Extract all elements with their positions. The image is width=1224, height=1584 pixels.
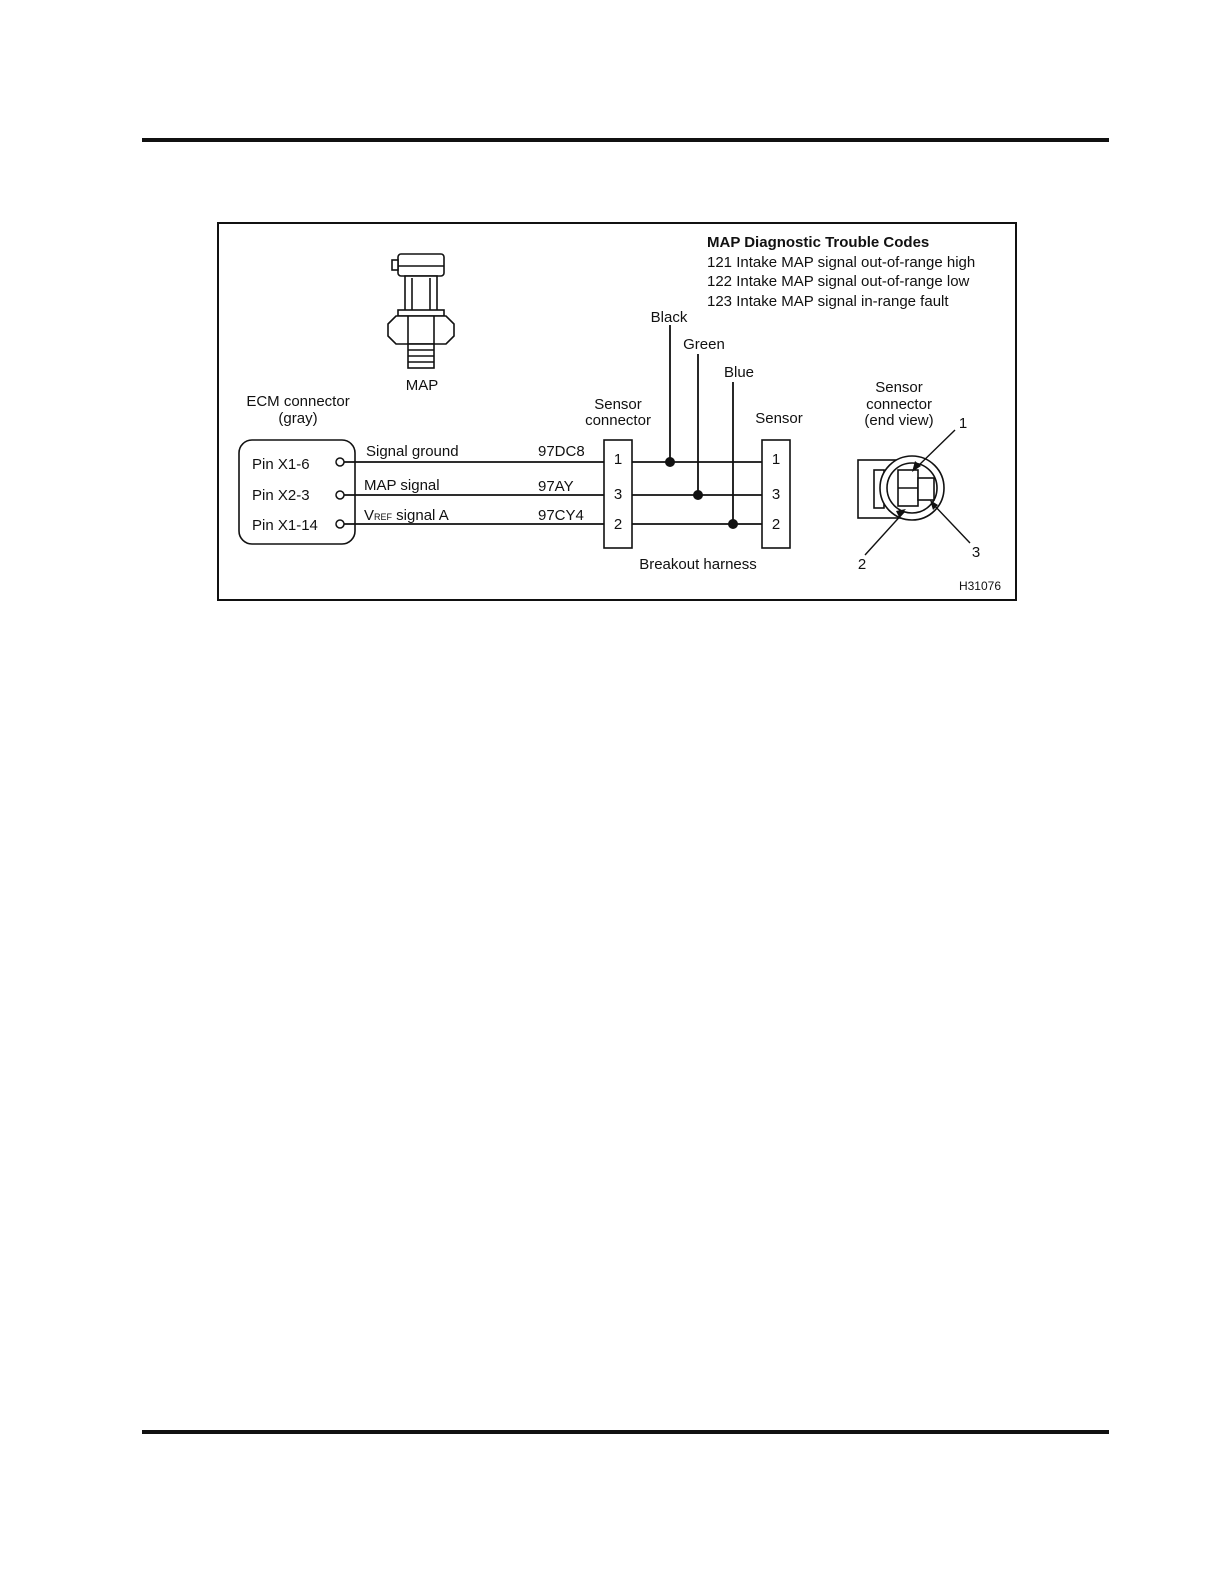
circuit-97dc8: 97DC8 [538, 443, 585, 460]
sensor-pin-1: 1 [772, 451, 780, 468]
sensor-connector-box [603, 439, 633, 549]
ecm-title-line2: (gray) [278, 410, 317, 427]
footer-rule [142, 1430, 1109, 1434]
sensor-box [761, 439, 791, 549]
green-splice [693, 490, 703, 500]
header-rule [142, 138, 1109, 142]
black-splice [665, 457, 675, 467]
ecm-pin-x1-14: Pin X1-14 [252, 517, 318, 534]
end-view-line2: connector [866, 396, 932, 413]
map-label: MAP [406, 377, 439, 394]
sensor-connector-pin-3: 3 [614, 486, 622, 503]
ecm-connector-box [238, 439, 356, 545]
blue-splice [728, 519, 738, 529]
ecm-pin-x2-3: Pin X2-3 [252, 487, 310, 504]
sensor-pin-2: 2 [772, 516, 780, 533]
dtc-code-121: 121 Intake MAP signal out-of-range high [707, 254, 975, 271]
ecm-pin-x1-6: Pin X1-6 [252, 456, 310, 473]
vref-signal-label: VREF signal A [364, 507, 449, 524]
green-wire-label: Green [683, 336, 725, 353]
circuit-97cy4: 97CY4 [538, 507, 584, 524]
dtc-code-123: 123 Intake MAP signal in-range fault [707, 293, 949, 310]
sensor-connector-pin-2: 2 [614, 516, 622, 533]
end-view-pointer-1 [915, 429, 956, 469]
ecm-terminal-2 [335, 490, 345, 500]
dtc-code-122: 122 Intake MAP signal out-of-range low [707, 273, 970, 290]
black-wire-label: Black [651, 309, 688, 326]
end-view-pin-3-label: 3 [972, 544, 980, 561]
dtc-title: MAP Diagnostic Trouble Codes [707, 234, 929, 251]
sensor-connector-line1: Sensor [594, 396, 642, 413]
end-view-pointer-2 [864, 511, 905, 556]
end-view-connector-icon [857, 455, 945, 521]
map-signal-label: MAP signal [364, 477, 440, 494]
blue-wire-label: Blue [724, 364, 754, 381]
ecm-terminal-3 [335, 519, 345, 529]
end-view-line3: (end view) [864, 412, 933, 429]
end-view-arrow-1 [912, 461, 921, 472]
end-view-pin-2-label: 2 [858, 556, 866, 573]
sensor-label: Sensor [755, 410, 803, 427]
end-view-arrow-2 [896, 509, 906, 517]
end-view-pointer-3 [931, 502, 971, 544]
sensor-connector-line2: connector [585, 412, 651, 429]
signal-ground-label: Signal ground [366, 443, 459, 460]
circuit-97ay: 97AY [538, 478, 574, 495]
end-view-pin-1-label: 1 [959, 415, 967, 432]
sensor-connector-pin-1: 1 [614, 451, 622, 468]
sensor-pin-3: 3 [772, 486, 780, 503]
ecm-title-line1: ECM connector [246, 393, 349, 410]
breakout-harness-label: Breakout harness [639, 556, 757, 573]
figure-frame [217, 222, 1017, 601]
ecm-terminal-1 [335, 457, 345, 467]
end-view-arrow-3 [930, 500, 938, 510]
end-view-line1: Sensor [875, 379, 923, 396]
figure-id: H31076 [959, 579, 1001, 593]
map-sensor-icon [387, 253, 455, 369]
